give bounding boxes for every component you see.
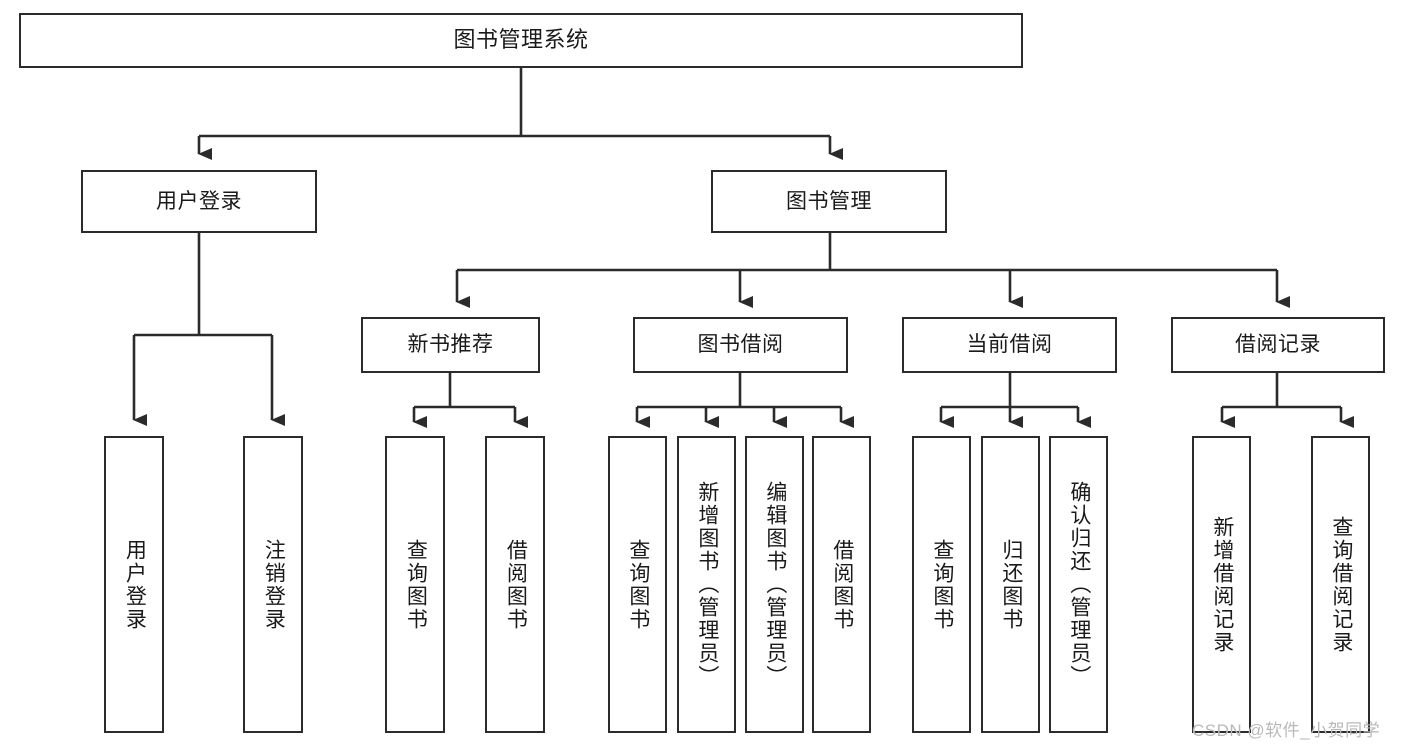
node-root-label: 图书管理系统 [453,27,589,53]
node-leaf-logout[interactable]: 注销登录 [243,436,303,733]
node-leaf-return-book-label: 归还图书 [999,538,1023,631]
node-leaf-confirm-return-label: 确认归还（管理员） [1067,481,1091,688]
node-leaf-query-book-3[interactable]: 查询图书 [912,436,971,733]
node-user-login[interactable]: 用户登录 [81,170,317,233]
node-leaf-logout-label: 注销登录 [262,538,286,631]
node-leaf-edit-book-label: 编辑图书（管理员） [763,481,787,688]
node-leaf-add-book[interactable]: 新增图书（管理员） [677,436,736,733]
node-current-borrow[interactable]: 当前借阅 [902,317,1117,373]
node-leaf-borrow-book-2[interactable]: 借阅图书 [812,436,871,733]
node-leaf-query-book-1-label: 查询图书 [404,538,428,631]
node-leaf-confirm-return[interactable]: 确认归还（管理员） [1049,436,1108,733]
node-leaf-query-book-1[interactable]: 查询图书 [385,436,445,733]
node-leaf-query-book-2-label: 查询图书 [626,538,650,631]
node-leaf-add-record[interactable]: 新增借阅记录 [1192,436,1251,733]
node-leaf-borrow-book-1-label: 借阅图书 [504,538,528,631]
node-borrow-record[interactable]: 借阅记录 [1171,317,1385,373]
node-leaf-edit-book[interactable]: 编辑图书（管理员） [745,436,804,733]
node-leaf-query-book-2[interactable]: 查询图书 [608,436,667,733]
node-current-borrow-label: 当前借阅 [966,333,1053,357]
node-leaf-user-login[interactable]: 用户登录 [104,436,164,733]
node-leaf-query-book-3-label: 查询图书 [930,538,954,631]
node-leaf-query-record[interactable]: 查询借阅记录 [1311,436,1370,733]
node-leaf-user-login-label: 用户登录 [123,538,147,631]
node-new-book-rec-label: 新书推荐 [407,333,494,357]
node-leaf-borrow-book-2-label: 借阅图书 [830,538,854,631]
node-leaf-add-record-label: 新增借阅记录 [1210,515,1234,654]
node-borrow-record-label: 借阅记录 [1235,333,1321,357]
node-user-login-label: 用户登录 [156,189,242,213]
node-root[interactable]: 图书管理系统 [19,13,1023,68]
node-new-book-rec[interactable]: 新书推荐 [361,317,540,373]
node-book-borrow-label: 图书借阅 [697,333,784,357]
node-leaf-return-book[interactable]: 归还图书 [981,436,1040,733]
node-leaf-borrow-book-1[interactable]: 借阅图书 [485,436,545,733]
node-book-manage-label: 图书管理 [786,189,872,213]
node-leaf-add-book-label: 新增图书（管理员） [695,481,719,688]
node-leaf-query-record-label: 查询借阅记录 [1329,515,1353,654]
node-book-borrow[interactable]: 图书借阅 [633,317,848,373]
node-book-manage[interactable]: 图书管理 [711,170,947,233]
